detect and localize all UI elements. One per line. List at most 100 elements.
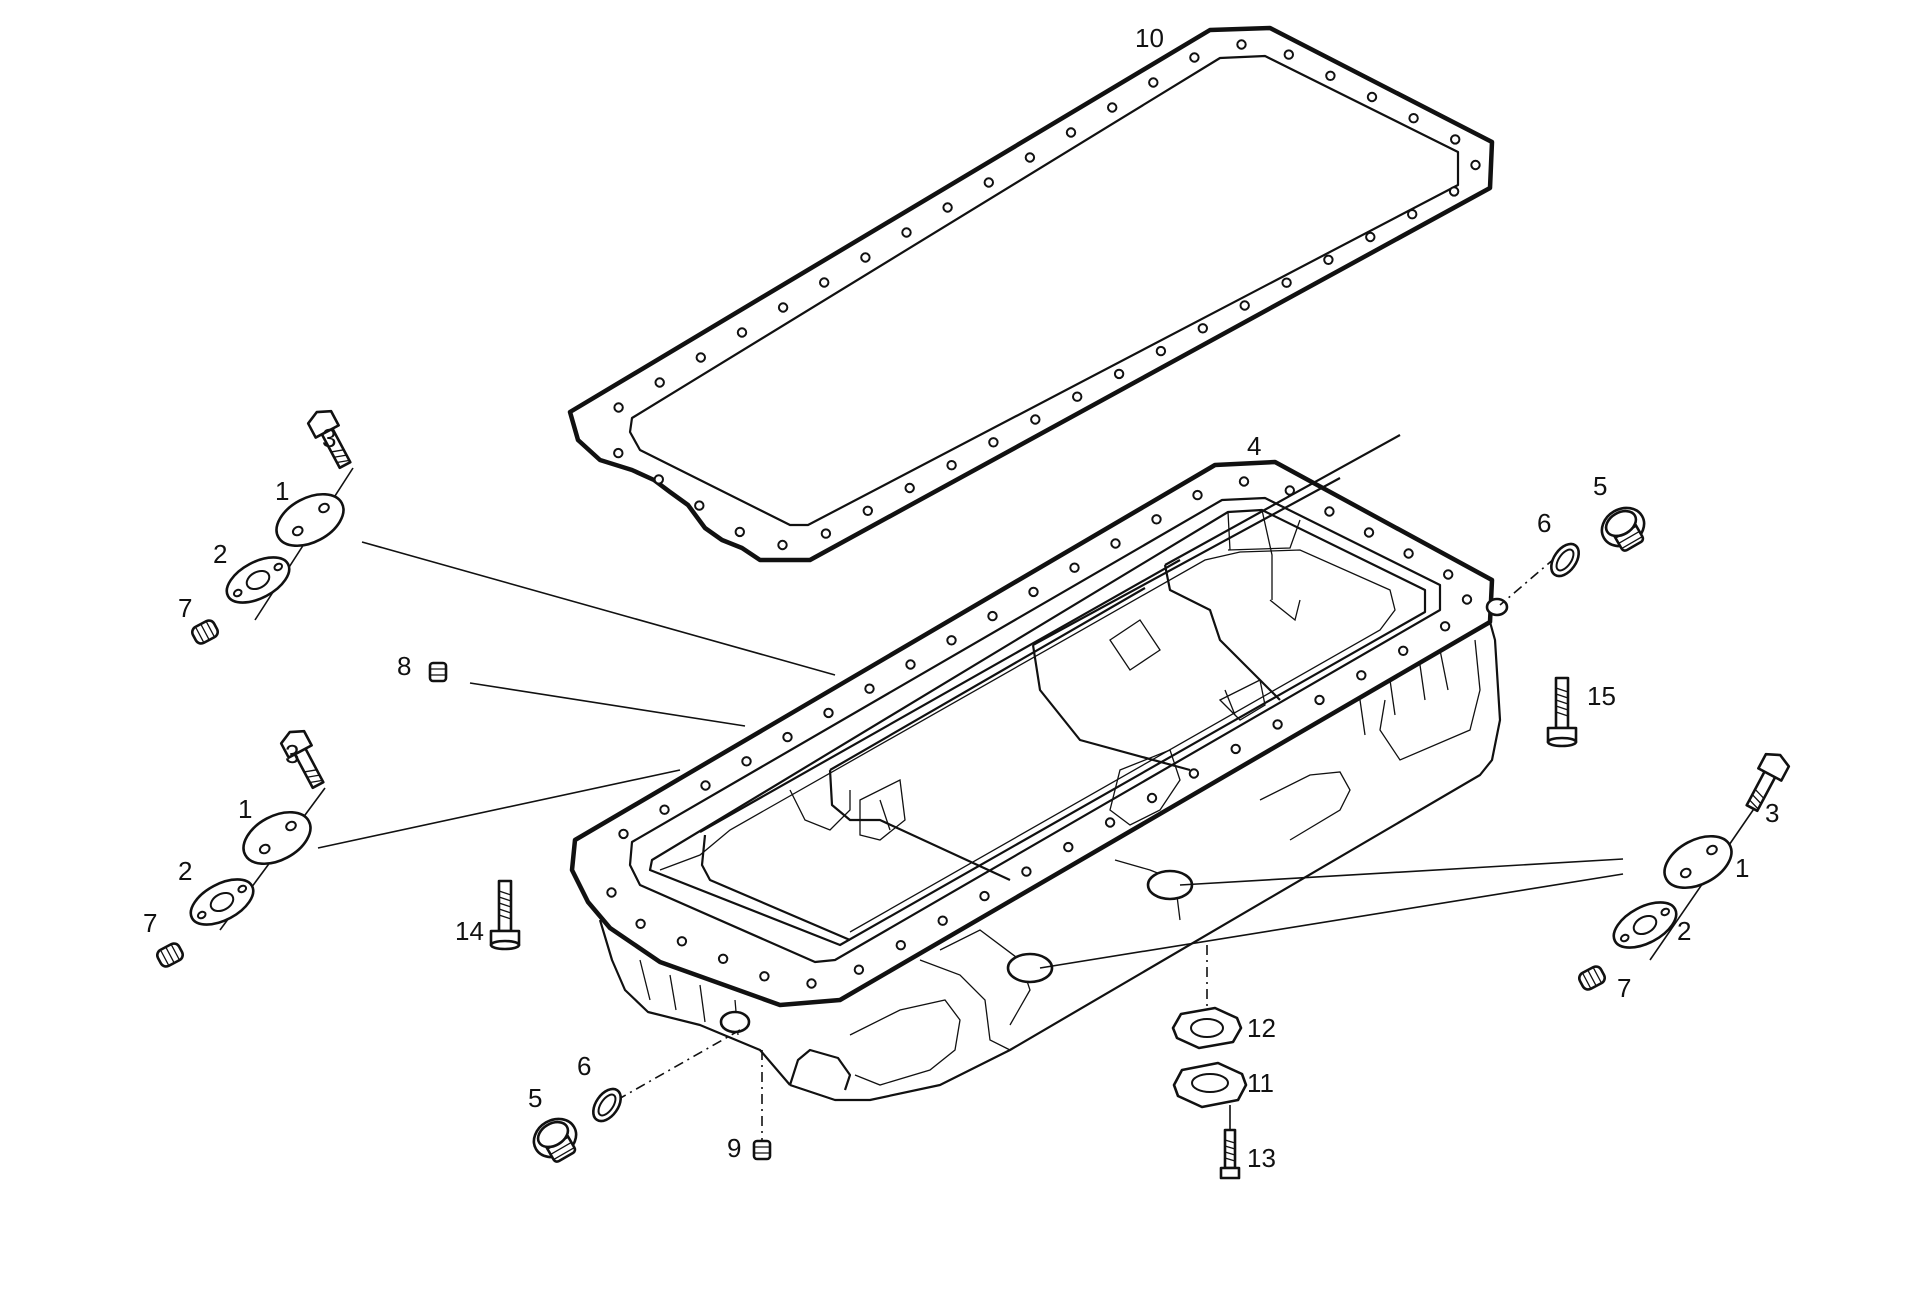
callout-6: 6: [577, 1051, 591, 1081]
bolt-hole: [1107, 102, 1118, 113]
bolt-hole: [1461, 594, 1473, 605]
bolt-hole: [1024, 152, 1036, 163]
callout-14: 14: [455, 916, 484, 946]
bolt-3-right: [1745, 752, 1791, 813]
bolt-hole: [1030, 414, 1041, 425]
bolt-hole: [1110, 538, 1121, 549]
bolt-hole: [613, 402, 624, 413]
bolt-hole: [717, 953, 729, 964]
bolt-hole: [819, 277, 830, 288]
callout-8: 8: [397, 651, 411, 681]
callout-7: 7: [1617, 973, 1631, 1003]
bolt-hole: [1065, 127, 1077, 138]
bolt-hole: [806, 978, 817, 989]
bolt-hole: [777, 539, 788, 551]
bolt-hole: [1366, 91, 1378, 103]
bolt-hole: [1148, 77, 1159, 88]
bolt-hole: [676, 936, 688, 947]
bolt-hole: [1325, 70, 1336, 82]
bolt-hole: [946, 635, 957, 646]
bolt-hole: [1104, 817, 1116, 828]
bolt-hole: [1189, 52, 1200, 63]
bolt-hole: [1028, 586, 1039, 598]
bolt-14: [489, 879, 521, 951]
bolt-hole: [820, 528, 832, 539]
callout-labels: 10 4 3 1 2 7 8 3 1 2 7 14 5 6 9 12 11 13…: [143, 23, 1779, 1173]
washer-12: [1171, 1006, 1243, 1050]
bolt-hole: [1239, 300, 1250, 311]
bolt-hole: [1072, 391, 1083, 402]
bolt-hole: [1146, 792, 1158, 804]
callout-11: 11: [1247, 1068, 1274, 1098]
bolt-hole: [653, 474, 664, 485]
bolt-hole: [1236, 39, 1247, 50]
cover-1-lower-left: [242, 810, 312, 866]
bolt-hole: [1470, 159, 1481, 171]
bolt-hole: [777, 302, 789, 313]
bolt-hole: [979, 890, 990, 902]
bolt-hole: [1448, 186, 1460, 197]
callout-7: 7: [178, 593, 192, 623]
bolt-hole: [1363, 527, 1375, 538]
bolt-hole: [1113, 368, 1125, 380]
callout-6: 6: [1537, 508, 1551, 538]
callout-1: 1: [238, 794, 252, 824]
bolt-hole: [860, 252, 871, 263]
bolt-hole: [853, 964, 865, 975]
callout-1: 1: [275, 476, 289, 506]
bolt-hole: [988, 437, 999, 448]
bolt-hole: [942, 202, 953, 213]
bolt-hole: [1398, 645, 1409, 656]
bolt-hole: [1281, 277, 1292, 288]
callout-2: 2: [178, 856, 192, 886]
bolt-hole: [1450, 134, 1461, 145]
bolt-3-lower-left: [279, 729, 325, 790]
callout-15: 15: [1587, 681, 1616, 711]
callout-3: 3: [322, 423, 336, 453]
callout-13: 13: [1247, 1143, 1276, 1173]
bolt-hole: [1192, 489, 1203, 501]
bolt-hole: [1069, 562, 1080, 573]
washer-11: [1172, 1061, 1248, 1109]
bolt-hole: [823, 707, 834, 719]
callout-3: 3: [285, 739, 299, 769]
gasket-2-lower-left: [189, 878, 255, 926]
callout-5: 5: [528, 1083, 542, 1113]
bolt-hole: [1230, 743, 1241, 755]
bolt-15: [1546, 676, 1578, 748]
bolt-hole: [695, 352, 706, 363]
cover-1-right: [1663, 834, 1733, 890]
bolt-hole: [618, 828, 629, 840]
bolt-hole: [654, 377, 665, 388]
bolt-hole: [864, 683, 875, 694]
gasket-2-upper-left: [225, 556, 291, 604]
leader-lines: [219, 467, 1761, 1160]
callout-7: 7: [143, 908, 157, 938]
bolt-hole: [1272, 719, 1283, 730]
callout-1: 1: [1735, 853, 1749, 883]
bolt-hole: [1284, 485, 1296, 496]
bolt-hole: [904, 482, 915, 494]
bolt-hole: [1283, 49, 1295, 60]
callout-4: 4: [1247, 431, 1261, 461]
bolt-hole: [1356, 670, 1367, 681]
bolt-hole: [700, 780, 711, 791]
o-ring-6-left: [591, 1087, 623, 1123]
bolt-hole: [937, 915, 948, 926]
bolt-hole: [1407, 209, 1418, 220]
bolt-hole: [1155, 345, 1167, 357]
bolt-hole: [759, 971, 770, 982]
cover-set-right: [1577, 752, 1791, 991]
bolt-hole: [1403, 548, 1414, 559]
bolt-hole: [1324, 506, 1335, 517]
callout-2: 2: [1677, 916, 1691, 946]
bolt-hole: [694, 500, 705, 511]
gasket-2-right: [1612, 901, 1678, 949]
bolt-hole: [635, 918, 646, 929]
callout-3: 3: [1765, 798, 1779, 828]
nut-8: [428, 661, 448, 683]
bolt-hole: [895, 940, 906, 951]
callout-12: 12: [1247, 1013, 1276, 1043]
